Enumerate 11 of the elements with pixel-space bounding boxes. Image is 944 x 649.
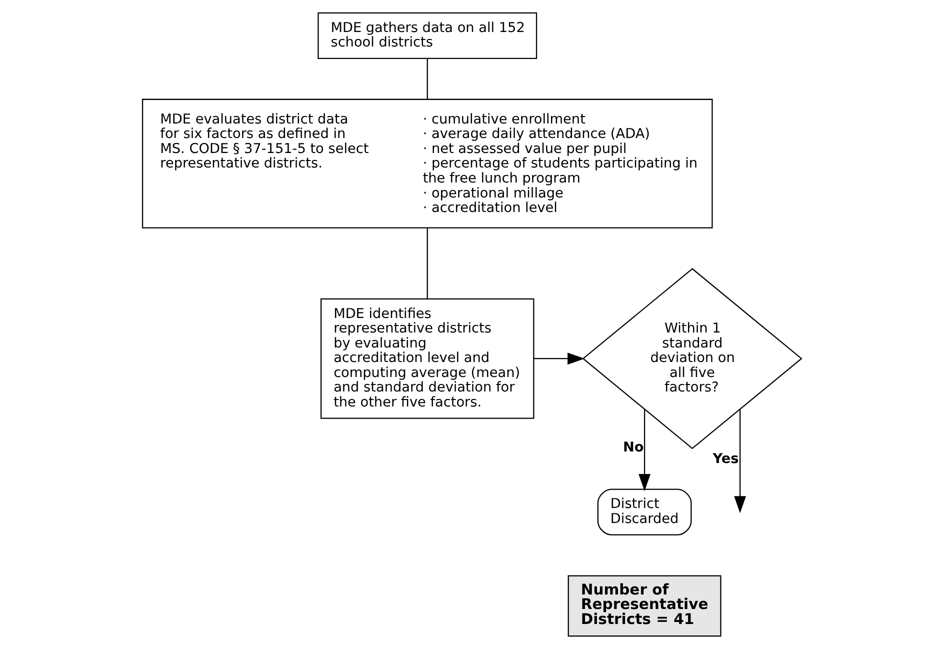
edge-label: Yes (712, 450, 739, 467)
arrow (638, 409, 651, 492)
node-box: District Discarded (597, 488, 692, 536)
connector (426, 228, 428, 299)
connector (426, 58, 428, 100)
node-box: MDE evaluates district data for six factors as defined in MS. CODE § 37-151-5 to select representative districts. · cumulative enrollment · average daily attendance (ADA) · net assessed value per pupil · percentage of students participating in the free lunch program · operational millage · accreditation level (142, 98, 713, 228)
node-box: Number of Representative Districts = 41 (568, 575, 722, 637)
arrow (734, 409, 746, 514)
node-box: MDE gathers data on all 152 school districts (318, 12, 538, 59)
node-box: MDE identifies representative districts by evaluating accreditation level and computing average (mean) and standard deviation for the other five factors. (320, 298, 534, 419)
arrow (534, 352, 585, 365)
